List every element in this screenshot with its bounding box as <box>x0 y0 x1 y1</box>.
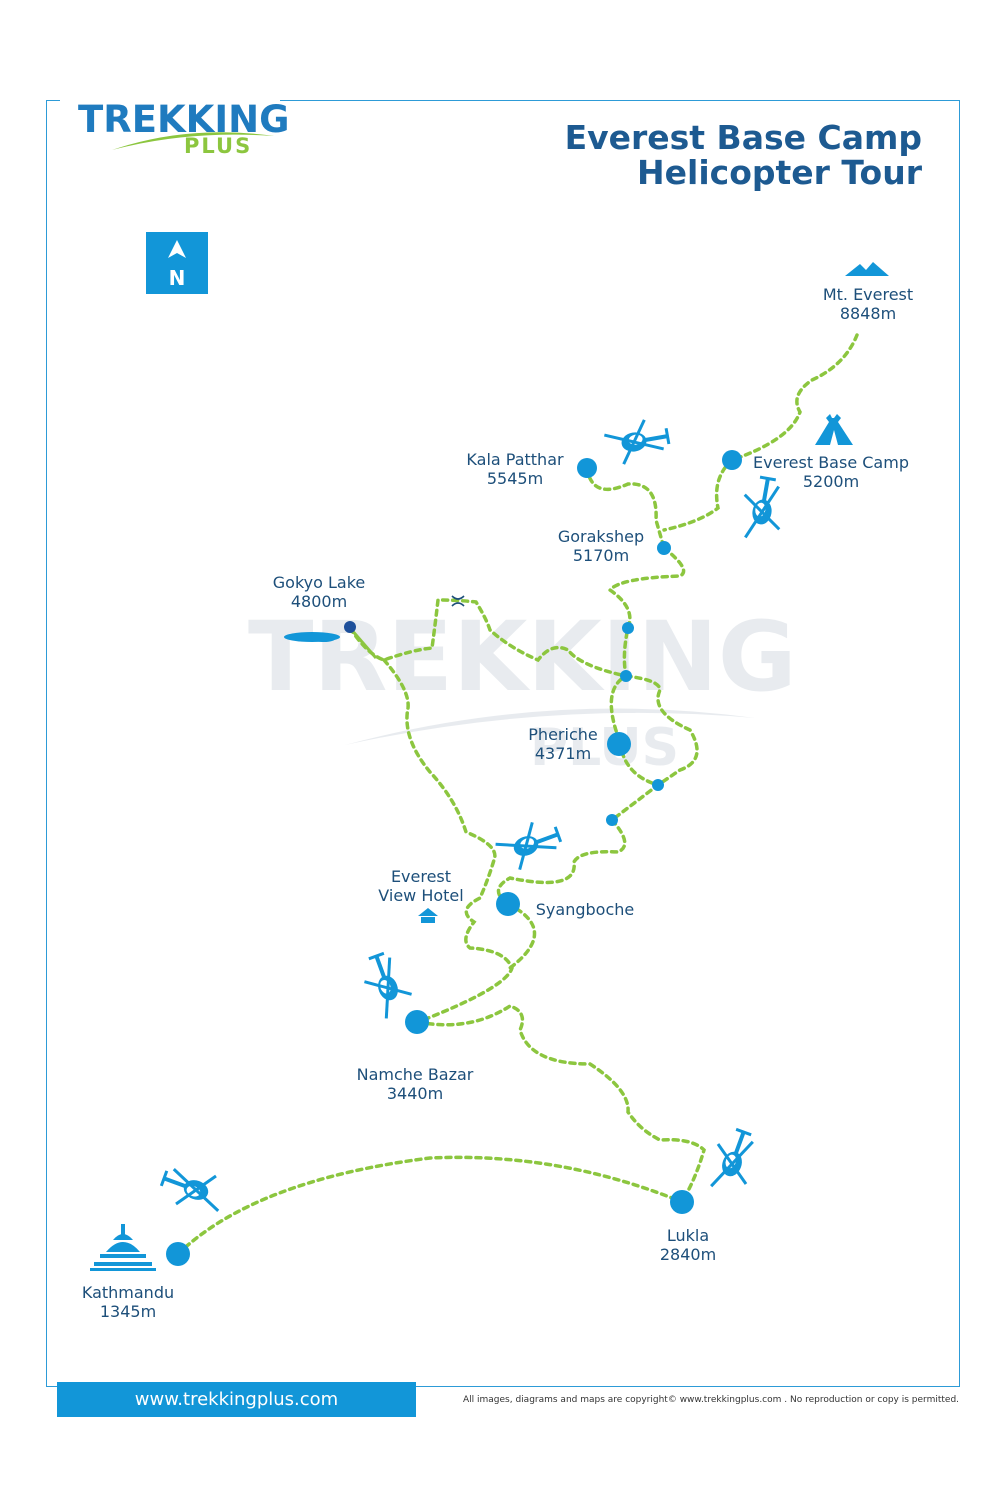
place-name: Lukla <box>666 1226 710 1245</box>
place-name: Everest <box>390 867 452 886</box>
place-alt: 4371m <box>534 744 592 763</box>
place-name: Everest Base Camp <box>753 453 909 472</box>
stop-gorakshep <box>657 541 671 555</box>
route-kathmandu-lukla <box>176 1155 684 1256</box>
north-arrow-icon <box>168 240 186 258</box>
map-frame <box>46 100 960 1387</box>
stop-lukla <box>670 1190 694 1214</box>
hotel-icon <box>418 908 438 923</box>
title-line-2: Helicopter Tour <box>637 153 922 192</box>
stop-kathmandu <box>166 1242 190 1266</box>
place-alt: View Hotel <box>378 886 464 905</box>
place-name: Kathmandu <box>81 1283 175 1302</box>
route-namche-lukla <box>416 1004 706 1204</box>
copyright-notice: All images, diagrams and maps are copyri… <box>463 1395 960 1405</box>
place-alt: 3440m <box>386 1084 444 1103</box>
helicopters <box>159 419 781 1212</box>
trek-routes <box>176 333 859 1256</box>
place-name: Kala Patthar <box>466 450 564 469</box>
stop-gokyo-lake <box>344 621 356 633</box>
stop-pangboche <box>606 814 618 826</box>
place-name: Mt. Everest <box>822 285 914 304</box>
stop-kala-patthar <box>577 458 597 478</box>
helicopter-icon <box>743 475 781 539</box>
stupa-icon <box>90 1224 156 1271</box>
route-gorakshep-pheriche <box>607 546 686 744</box>
stop-pheriche <box>607 732 631 756</box>
stop-syangboche <box>496 892 520 916</box>
place-name: Gokyo Lake <box>272 573 366 592</box>
route-kala-gorakshep <box>585 466 666 550</box>
stop-everest-base-camp <box>722 450 742 470</box>
place-name: Namche Bazar <box>356 1065 474 1084</box>
mountain-icon <box>845 262 889 276</box>
watermark: TREKKING PLUS <box>248 601 797 778</box>
place-alt: 1345m <box>99 1302 157 1321</box>
helicopter-icon <box>603 419 671 465</box>
route-loop-east <box>610 674 699 822</box>
place-alt: 5200m <box>802 472 860 491</box>
tent-icon <box>815 414 853 445</box>
watermark-sub: PLUS <box>530 718 679 778</box>
pass-icon <box>451 595 465 607</box>
helicopter-icon <box>710 1127 754 1188</box>
logo-swoosh-icon <box>112 132 274 150</box>
helicopter-icon <box>159 1168 220 1212</box>
stop-namche-bazar <box>405 1010 429 1034</box>
brand-logo[interactable]: TREKKING PLUS <box>78 98 289 160</box>
stop-lobuche <box>622 622 634 634</box>
north-label: N <box>168 266 186 290</box>
place-alt: 4800m <box>290 592 348 611</box>
helicopter-icon <box>495 822 563 870</box>
stop-dughla <box>620 670 632 682</box>
title-line-1: Everest Base Camp <box>564 118 922 157</box>
map-title: Everest Base Camp Helicopter Tour <box>565 120 922 190</box>
logo-sub: PLUS <box>184 134 253 158</box>
place-alt: 2840m <box>659 1245 717 1264</box>
place-name: Gorakshep <box>557 527 645 546</box>
website-link[interactable]: www.trekkingplus.com <box>57 1382 416 1417</box>
route-east-syangboche <box>496 818 627 906</box>
stops <box>166 450 742 1266</box>
label-syangboche: Syangboche <box>530 900 640 919</box>
helicopter-icon <box>364 951 412 1019</box>
place-alt: 8848m <box>839 304 897 323</box>
watermark-word: TREKKING <box>248 601 797 713</box>
route-everest-ebc <box>730 333 859 462</box>
stop-dingboche <box>652 779 664 791</box>
place-alt: 5545m <box>486 469 544 488</box>
lake-icon <box>284 632 340 642</box>
route-gokyo <box>348 598 628 678</box>
gokyo-solid-route <box>348 627 378 659</box>
route-gokyo-south <box>382 658 514 1024</box>
route-ebc-gorakshep <box>662 458 734 532</box>
place-alt: 5170m <box>572 546 630 565</box>
place-name: Pheriche <box>528 725 598 744</box>
logo-backdrop <box>60 92 280 112</box>
north-indicator: N <box>146 232 208 294</box>
place-name: Syangboche <box>535 900 635 919</box>
